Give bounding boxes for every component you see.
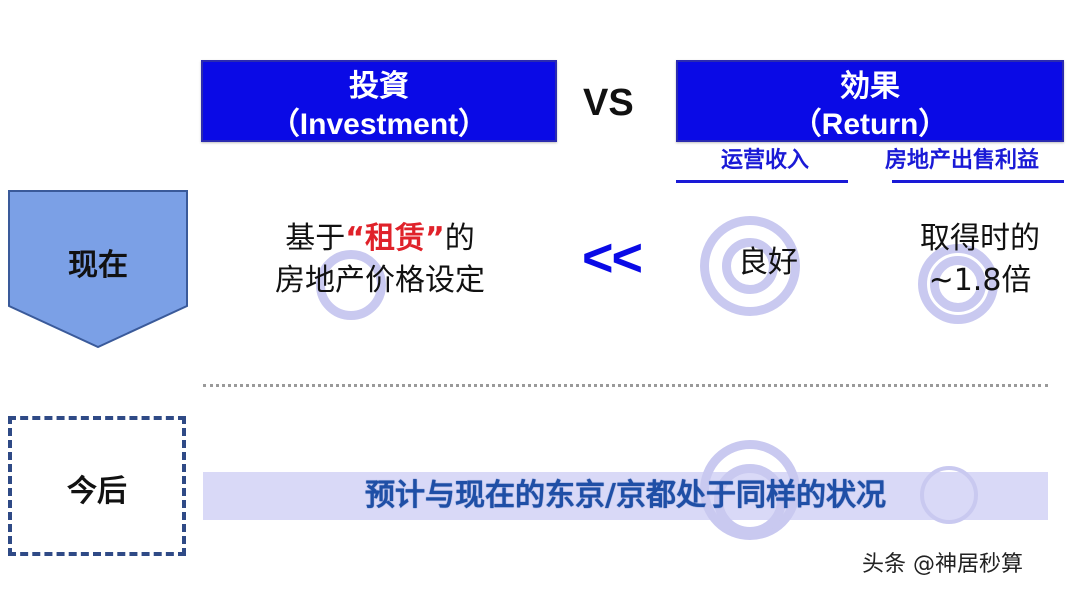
quote-open: “ <box>345 221 365 256</box>
operating-income-value: 良好 <box>738 245 798 280</box>
pricing-line-2: 房地产价格设定 <box>275 263 485 298</box>
pricing-line-1: 基于“租赁”的 <box>240 218 520 260</box>
vs-label: VS <box>583 82 634 124</box>
return-header: 効果 （Return） <box>676 60 1064 142</box>
ring-decoration-icon <box>930 256 986 312</box>
dotted-divider <box>203 384 1048 387</box>
ring-decoration-icon <box>918 244 998 324</box>
rental-highlight: 租赁 <box>365 221 425 256</box>
subheader-operating-income: 运营收入 <box>720 148 809 173</box>
investment-header-zh: 投資 <box>349 69 409 104</box>
now-pentagon-arrow-icon <box>8 190 188 348</box>
sale-profit-value: 取得时的 ~1.8倍 <box>880 218 1080 302</box>
ring-decoration-icon <box>722 238 778 294</box>
subheader-sale-underline <box>892 180 1064 183</box>
pricing-suffix: 的 <box>444 221 475 256</box>
subheader-operating-underline <box>676 180 848 183</box>
future-dashed-box <box>8 416 186 556</box>
much-less-than-symbol: << <box>582 228 643 288</box>
ring-decoration-icon <box>700 216 800 316</box>
pricing-basis-text: 基于“租赁”的 房地产价格设定 <box>240 218 520 302</box>
pricing-prefix: 基于 <box>285 221 346 256</box>
now-row-label: 现在 <box>68 248 128 283</box>
investment-header-en: （Investment） <box>269 108 489 141</box>
forecast-bar <box>203 472 1048 520</box>
return-header-zh: 効果 <box>840 69 900 104</box>
forecast-text: 预计与现在的东京/京都处于同样的状况 <box>365 478 886 513</box>
ring-decoration-icon <box>316 250 386 320</box>
watermark: 头条 @神居秒算 <box>862 552 1023 577</box>
subheader-sale-profit: 房地产出售利益 <box>884 148 1039 173</box>
quote-close: ” <box>425 221 445 256</box>
return-header-en: （Return） <box>791 108 949 141</box>
future-row-label: 今后 <box>67 474 127 509</box>
sale-profit-line-1: 取得时的 <box>920 221 1040 256</box>
investment-header: 投資 （Investment） <box>201 60 557 142</box>
sale-profit-line-2: ~1.8倍 <box>928 263 1032 298</box>
ring-decoration-icon <box>920 466 978 524</box>
ring-decoration-icon <box>714 464 786 536</box>
